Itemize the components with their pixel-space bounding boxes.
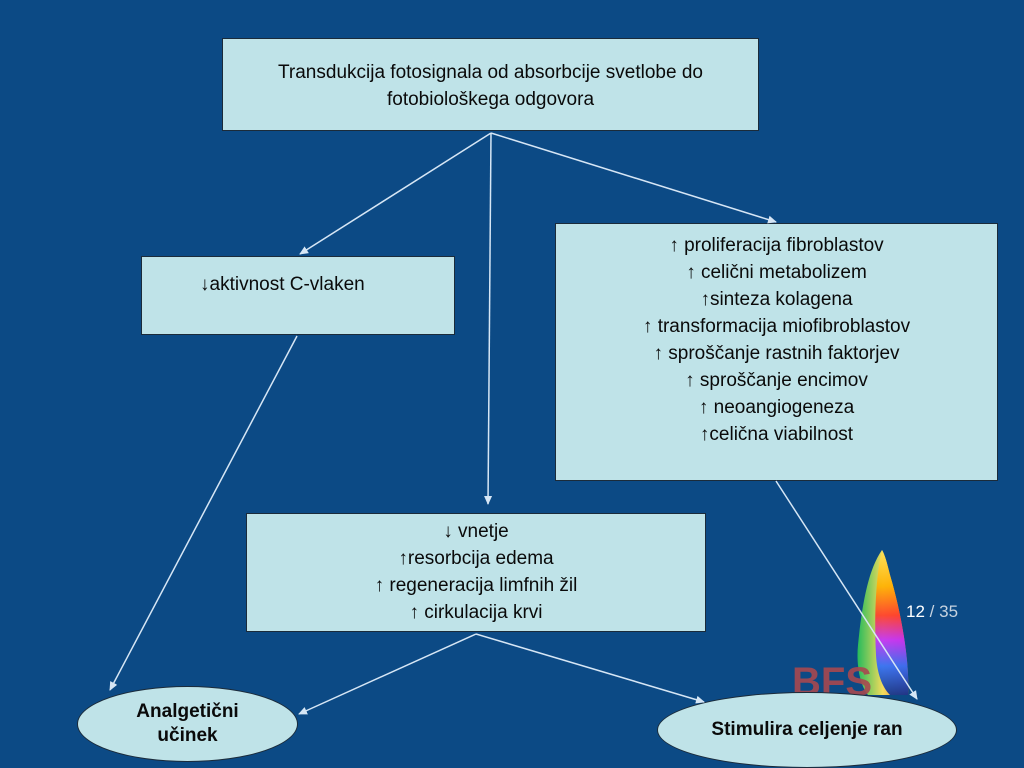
node-line: ↓ vnetje [443, 521, 509, 542]
page-total: 35 [939, 602, 959, 621]
node-line: ↓aktivnost C-vlaken [200, 274, 365, 295]
node-transduction: Transdukcija fotosignala od absorbcije s… [222, 38, 759, 131]
node-line: ↑ transformacija miofibroblastov [642, 316, 911, 337]
spectrum-flame-logo: BFS [792, 550, 909, 704]
node-line: ↑sinteza kolagena [700, 289, 853, 310]
node-line: ↑resorbcija edema [398, 548, 554, 569]
arrow-top-to-right [490, 132, 777, 224]
node-inflammation-effects: ↓ vnetje ↑resorbcija edema ↑ regeneracij… [246, 513, 706, 632]
node-line: ↑ regeneracija limfnih žil [374, 575, 578, 596]
outcome-line: Analgetični [136, 701, 239, 722]
arrow-bottom-to-outcome-left [298, 633, 477, 715]
node-line: ↑ neoangiogeneza [698, 397, 855, 418]
arrow-bottom-to-outcome-right [475, 633, 705, 704]
node-line: ↑ proliferacija fibroblastov [669, 235, 884, 256]
node-cellular-effects: ↑ proliferacija fibroblastov ↑ celični m… [555, 223, 998, 481]
page-current: 12 [906, 602, 925, 621]
node-c-fiber-activity: ↓aktivnost C-vlaken [141, 256, 455, 335]
outcome-wound-healing: Stimulira celjenje ran [657, 692, 957, 768]
arrow-top-to-left [299, 132, 492, 255]
node-line: ↑ sproščanje encimov [685, 370, 868, 391]
arrow-top-to-bottom [484, 132, 493, 505]
page-number: 12 / 35 [906, 602, 958, 622]
node-line: fotobiološkega odgovora [386, 89, 595, 110]
outcome-line: učinek [157, 725, 218, 746]
node-line: ↑celična viabilnost [699, 424, 854, 445]
node-line: ↑ sproščanje rastnih faktorjev [653, 343, 900, 364]
flame-core [875, 550, 909, 695]
node-line: Transdukcija fotosignala od absorbcije s… [278, 62, 703, 83]
node-line: ↑ cirkulacija krvi [409, 602, 543, 623]
outcome-analgesic: Analgetični učinek [77, 686, 298, 762]
node-line: ↑ celični metabolizem [686, 262, 867, 283]
page-separator: / [929, 602, 935, 621]
outcome-line: Stimulira celjenje ran [711, 719, 903, 740]
